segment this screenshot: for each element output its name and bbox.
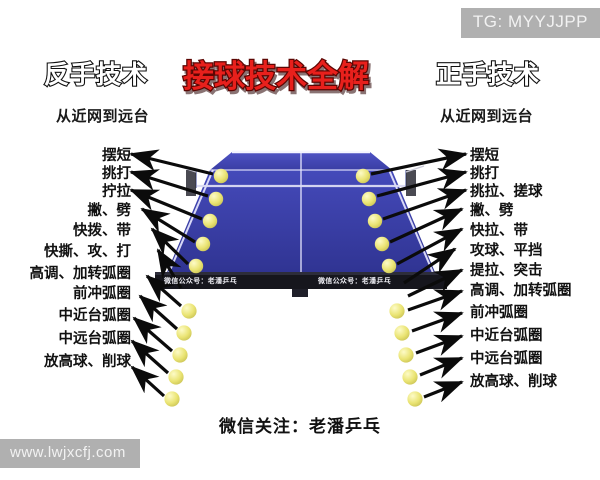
left-label-6: 快撕、攻、打 <box>44 244 131 260</box>
right-label-2: 挑打 <box>470 166 499 182</box>
left-label-9: 中近台弧圈 <box>58 308 132 324</box>
right-label-10: 中近台弧圈 <box>470 328 543 344</box>
right-label-5: 快拉、带 <box>470 223 528 239</box>
left-label-11: 放高球、削球 <box>44 354 131 370</box>
right-panel-subheading: 从近网到远台 <box>440 107 534 125</box>
ball-cluster-right-on-table <box>355 168 397 274</box>
left-label-7: 高调、加转弧圈 <box>29 266 132 282</box>
left-label-4: 撇、劈 <box>87 203 132 219</box>
ball-cluster-right-below-table <box>389 303 423 407</box>
right-label-11: 中远台弧圈 <box>470 351 543 367</box>
table-banner-left: 微信公众号：老潘乒乓 <box>164 277 237 285</box>
right-label-7: 提拉、突击 <box>470 263 543 279</box>
page-title: 接球技术全解 <box>182 58 371 97</box>
watermark-telegram: TG: MYYJJPP <box>460 8 600 38</box>
arrows-left <box>129 149 214 398</box>
right-label-6: 攻球、平挡 <box>470 243 543 259</box>
right-label-4: 撇、劈 <box>470 203 514 219</box>
left-panel-subheading: 从近网到远台 <box>56 107 150 125</box>
ball-cluster-left-on-table <box>188 168 229 274</box>
left-label-1: 摆短 <box>102 148 131 164</box>
table-banner-right: 微信公众号：老潘乒乓 <box>318 277 391 285</box>
left-panel-heading: 反手技术 <box>43 59 149 90</box>
left-label-2: 挑打 <box>102 166 131 182</box>
watermark-website: www.lwjxcfj.com <box>0 439 140 468</box>
right-panel-heading: 正手技术 <box>435 59 541 90</box>
ball-cluster-left-below-table <box>164 303 197 407</box>
left-label-5: 快拨、带 <box>73 223 131 239</box>
right-label-3: 挑拉、搓球 <box>470 184 543 200</box>
left-label-3: 拧拉 <box>102 184 131 200</box>
footer-note: 微信关注：老潘乒乓 <box>219 417 381 437</box>
left-label-10: 中远台弧圈 <box>58 331 132 347</box>
right-label-1: 摆短 <box>470 148 499 164</box>
right-label-12: 放高球、削球 <box>470 374 557 390</box>
right-label-8: 高调、加转弧圈 <box>470 283 572 299</box>
right-label-9: 前冲弧圈 <box>470 305 528 321</box>
arrows-right <box>370 148 468 403</box>
left-label-8: 前冲弧圈 <box>73 286 131 302</box>
